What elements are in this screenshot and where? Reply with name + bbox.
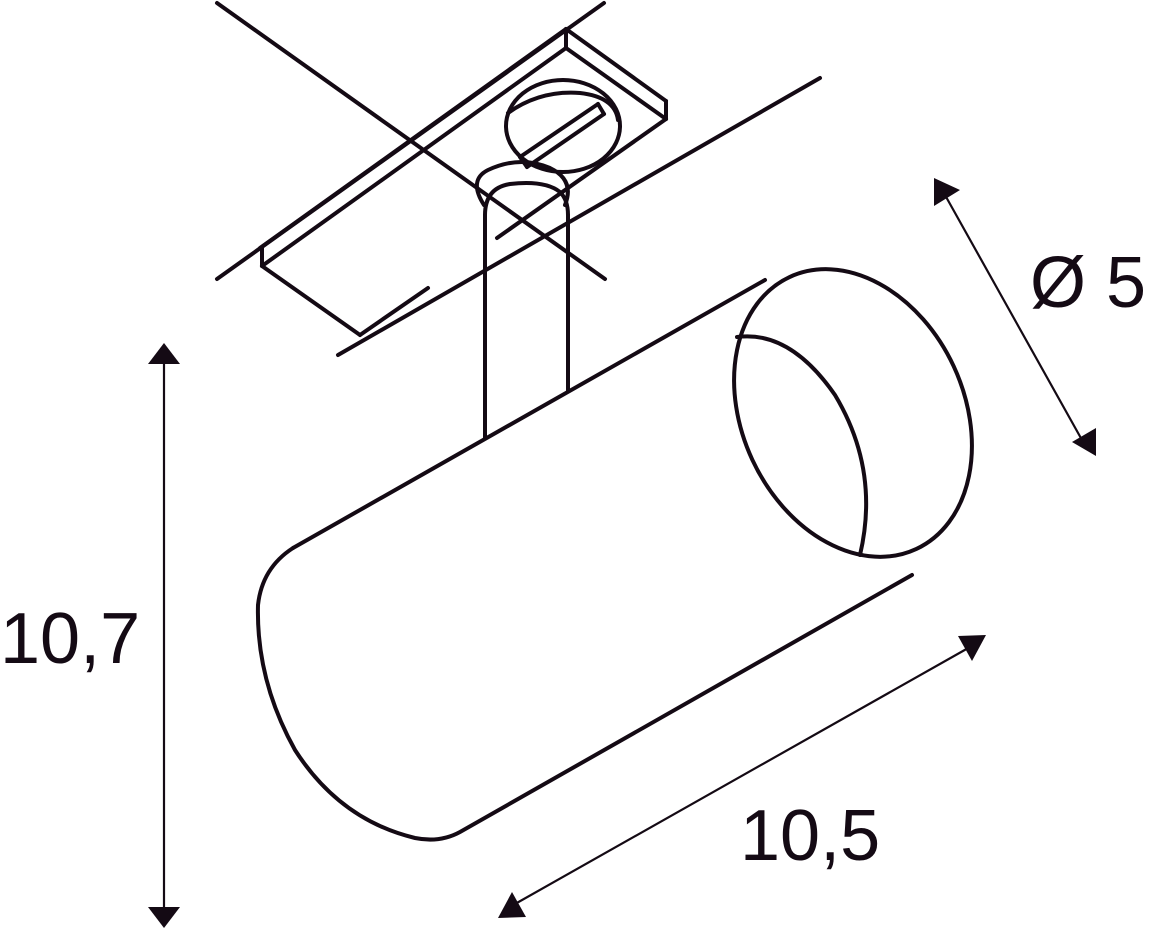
length-dimension [498, 635, 986, 918]
spot-front-opening [732, 267, 974, 559]
diameter-label: Ø 5 [1030, 243, 1147, 323]
spot-cylinder [255, 278, 914, 842]
stem [475, 159, 570, 440]
track-adapter [258, 27, 668, 337]
height-label: 10,7 [0, 599, 141, 679]
height-dimension [148, 343, 180, 928]
diameter-dimension [934, 178, 1096, 456]
adapter-knob [504, 78, 622, 174]
length-label: 10,5 [740, 796, 881, 876]
